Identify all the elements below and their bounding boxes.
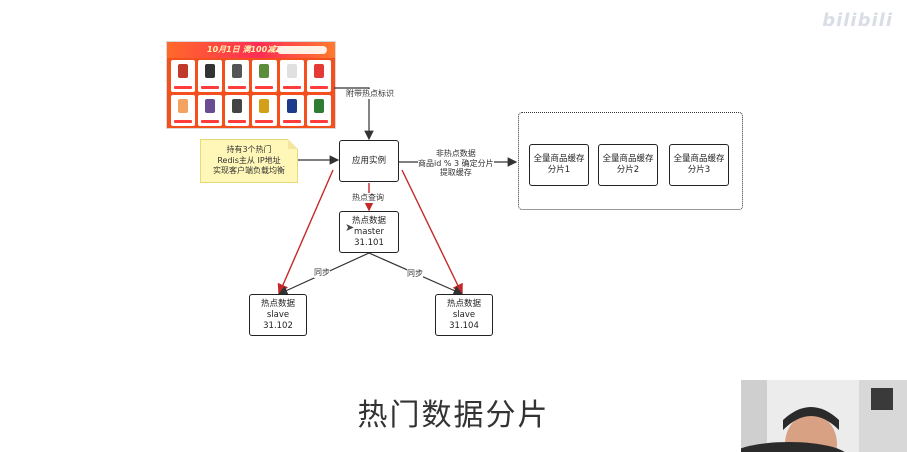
product-card — [198, 60, 223, 92]
slave-left-line: slave — [266, 309, 290, 320]
slave-left-line: 热点数据 — [260, 298, 295, 309]
promo-banner-header: 10月1日 满100减20 — [167, 42, 335, 58]
product-card — [171, 60, 196, 92]
product-card — [306, 60, 331, 92]
product-card — [198, 94, 223, 126]
non-hot-label-line: 商品id % 3 确定分片 — [418, 158, 494, 168]
product-card — [279, 94, 304, 126]
shard-line: 分片3 — [687, 165, 711, 175]
slave-left-line: 31.102 — [263, 320, 293, 331]
shard-cache-group — [518, 112, 743, 210]
note-line: Redis主从 IP地址 — [217, 155, 281, 165]
shard-node-2: 全量商品缓存 分片2 — [598, 144, 658, 186]
shard-line: 全量商品缓存 — [533, 154, 585, 164]
master-line: 31.101 — [354, 237, 384, 248]
master-line: 热点数据 — [351, 215, 386, 226]
master-line: master — [354, 226, 384, 237]
shard-node-1: 全量商品缓存 分片1 — [529, 144, 589, 186]
presenter-webcam — [741, 380, 907, 452]
shard-line: 分片1 — [547, 165, 571, 175]
bilibili-watermark: bilibili — [822, 10, 893, 31]
product-card — [225, 94, 250, 126]
load-balance-note: 持有3个热门 Redis主从 IP地址 实现客户端负载均衡 — [200, 139, 298, 183]
product-card — [171, 94, 196, 126]
app-instance-label: 应用实例 — [351, 155, 386, 166]
slave-right-line: 31.104 — [449, 320, 479, 331]
product-card — [252, 60, 277, 92]
non-hot-label-line: 提取缓存 — [439, 168, 472, 177]
master-node: 热点数据 master 31.101 — [339, 211, 399, 253]
app-to-slave-left-arrow — [277, 169, 334, 296]
mouse-cursor-icon: ➤ — [345, 221, 355, 234]
note-line: 持有3个热门 — [226, 145, 272, 155]
product-card — [252, 94, 277, 126]
promo-banner-image: 10月1日 满100减20 — [166, 41, 336, 129]
promo-banner-title: 10月1日 满100减20 — [207, 45, 287, 54]
app-to-slave-right-arrow — [401, 169, 463, 296]
note-line: 实现客户端负载均衡 — [213, 166, 285, 176]
app-instance-node: 应用实例 — [339, 140, 399, 182]
banner-to-app-arrow — [334, 87, 374, 141]
non-hot-label: 非热点数据 商品id % 3 确定分片 提取缓存 — [418, 149, 494, 178]
sync-left-label: 同步 — [314, 268, 330, 278]
promo-banner-search — [277, 46, 327, 54]
promo-product-grid — [171, 60, 331, 126]
slave-right-line: slave — [452, 309, 476, 320]
video-subtitle: 热门数据分片 — [357, 398, 550, 433]
slave-node-right: 热点数据 slave 31.104 — [435, 294, 493, 336]
presenter-avatar-icon — [741, 380, 907, 452]
hot-query-label: 热点查询 — [352, 193, 384, 203]
slave-node-left: 热点数据 slave 31.102 — [249, 294, 307, 336]
shard-line: 分片2 — [616, 165, 640, 175]
non-hot-label-line: 非热点数据 — [435, 149, 476, 158]
shard-node-3: 全量商品缓存 分片3 — [669, 144, 729, 186]
incoming-label: 附带热点标识 — [346, 89, 394, 99]
shard-line: 全量商品缓存 — [673, 154, 725, 164]
sync-right-label: 同步 — [407, 269, 423, 279]
slave-right-line: 热点数据 — [446, 298, 481, 309]
product-card — [279, 60, 304, 92]
shard-line: 全量商品缓存 — [602, 154, 654, 164]
product-card — [225, 60, 250, 92]
product-card — [306, 94, 331, 126]
